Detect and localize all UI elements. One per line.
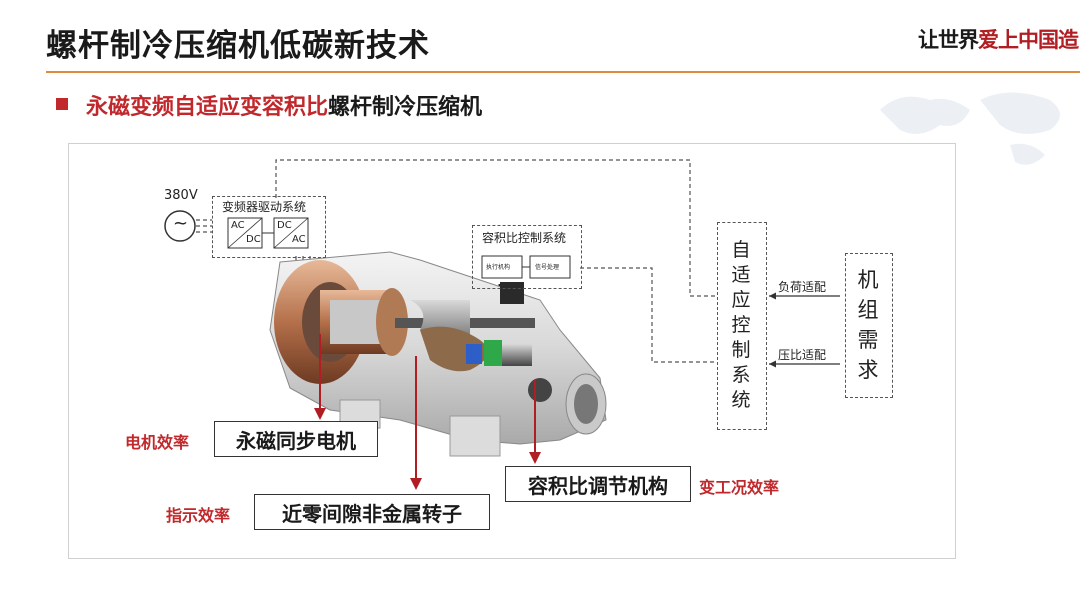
vertical-char: 应 bbox=[731, 288, 751, 311]
section-subtitle: 永磁变频自适应变容积比螺杆制冷压缩机 bbox=[86, 89, 482, 121]
inverter-top: DC bbox=[277, 220, 292, 231]
unit-demand bbox=[845, 253, 893, 398]
brand-logo: 让世界爱上中国造 bbox=[918, 27, 1079, 52]
vertical-char: 适 bbox=[731, 263, 751, 286]
adaptive-control-system bbox=[717, 222, 767, 430]
ac-symbol: ~ bbox=[173, 213, 189, 234]
motor-box: 永磁同步电机 bbox=[214, 421, 378, 457]
title-divider bbox=[46, 71, 1080, 73]
world-map-decoration bbox=[880, 92, 1060, 165]
actuator-label: 执行机构 bbox=[486, 264, 511, 271]
vertical-char: 求 bbox=[857, 357, 879, 382]
adaptive-control-label: 自适应控制系统 bbox=[717, 222, 765, 428]
page-title: 螺杆制冷压缩机低碳新技术 bbox=[46, 28, 430, 64]
ac-source-icon bbox=[164, 210, 196, 242]
pressure-adapt-label: 压比适配 bbox=[778, 348, 827, 362]
vi-control-system bbox=[472, 225, 582, 289]
vertical-char: 需 bbox=[857, 327, 879, 352]
subtitle-rest: 螺杆制冷压缩机 bbox=[328, 95, 483, 120]
vertical-char: 机 bbox=[857, 267, 879, 292]
inverter-bottom: AC bbox=[292, 234, 306, 245]
indicated-efficiency-label: 指示效率 bbox=[166, 506, 231, 525]
subtitle-highlight: 永磁变频自适应变容积比 bbox=[86, 95, 329, 120]
signal-label: 信号处理 bbox=[535, 264, 560, 271]
bullet-square bbox=[56, 98, 68, 110]
rectifier-bottom: DC bbox=[246, 234, 261, 245]
vertical-char: 制 bbox=[731, 338, 751, 361]
unit-demand-label: 机组需求 bbox=[845, 253, 891, 396]
vertical-char: 组 bbox=[857, 297, 879, 322]
vertical-char: 系 bbox=[731, 363, 751, 386]
vertical-char: 控 bbox=[731, 313, 751, 336]
vi-mechanism-box: 容积比调节机构 bbox=[505, 466, 691, 502]
voltage-label: 380V bbox=[164, 188, 198, 203]
vertical-char: 统 bbox=[731, 388, 751, 411]
vi-control-label: 容积比控制系统 bbox=[482, 231, 567, 245]
rectifier-top: AC bbox=[231, 220, 245, 231]
motor-efficiency-label: 电机效率 bbox=[125, 433, 190, 452]
vertical-char: 自 bbox=[731, 238, 751, 261]
load-adapt-label: 负荷适配 bbox=[778, 280, 827, 294]
vfd-label: 变频器驱动系统 bbox=[222, 200, 307, 214]
vfd-drive-system bbox=[212, 196, 326, 258]
compressor-cutaway bbox=[269, 251, 607, 457]
variable-efficiency-label: 变工况效率 bbox=[699, 478, 780, 497]
rotor-box: 近零间隙非金属转子 bbox=[254, 494, 490, 530]
